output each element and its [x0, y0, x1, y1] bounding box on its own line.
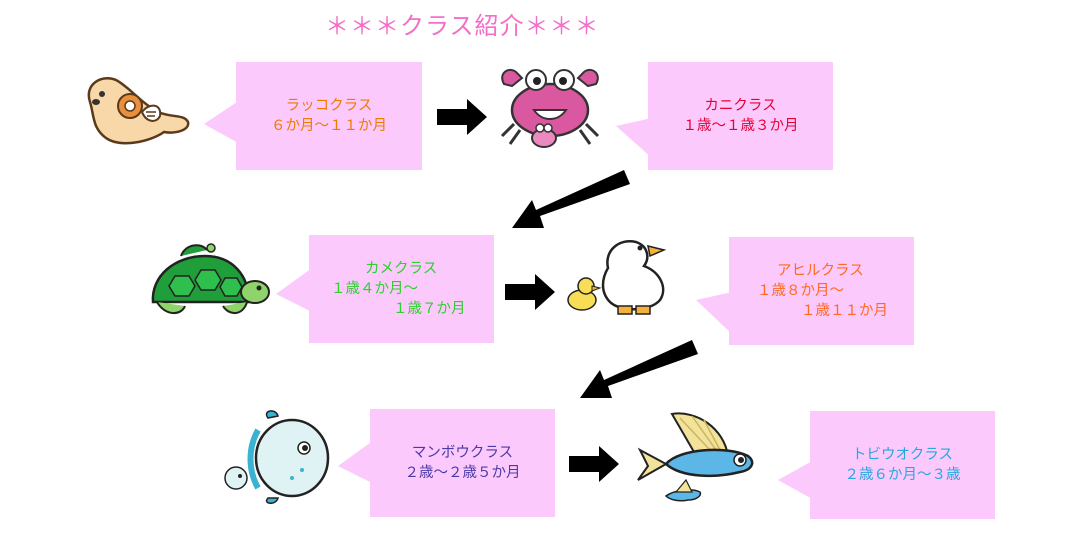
class-card-rakko: ラッコクラス ６か月～１１か月: [236, 62, 422, 170]
page-title: ＊＊＊クラス紹介＊＊＊: [325, 12, 600, 40]
class-age-start: １歳４か月～: [331, 281, 418, 297]
bubble-tail: [696, 292, 732, 334]
class-name: カメクラス: [365, 261, 438, 277]
class-age: ２歳～２歳５か月: [404, 465, 521, 481]
class-name: ラッコクラス: [285, 98, 373, 114]
class-age: ６か月～１１か月: [271, 118, 387, 134]
class-card-kani: カニクラス １歳～１歳３か月: [648, 62, 833, 170]
class-name: トビウオクラス: [852, 447, 953, 463]
duck-icon: [567, 239, 667, 315]
class-card-kame: カメクラス １歳４か月～ １歳７か月: [309, 235, 494, 343]
bubble-tail: [338, 440, 374, 484]
bubble-tail: [616, 118, 652, 158]
crab-icon: [500, 68, 600, 148]
class-name: カニクラス: [704, 98, 777, 114]
down-left-arrow-icon: [580, 340, 698, 398]
down-left-arrow-icon: [512, 170, 630, 228]
bubble-tail: [204, 100, 240, 144]
class-card-manbou: マンボウクラス ２歳～２歳５か月: [370, 409, 555, 517]
bubble-tail: [778, 460, 814, 500]
class-age-end: １歳１１か月: [801, 303, 888, 319]
sunfish-icon: [224, 410, 330, 504]
right-arrow-icon: [437, 99, 487, 135]
class-age: １歳～１歳３か月: [682, 118, 799, 134]
class-card-tobiuo: トビウオクラス ２歳６か月～３歳: [810, 411, 995, 519]
class-name: アヒルクラス: [777, 263, 864, 279]
class-age-start: １歳８か月～: [757, 283, 844, 299]
turtle-icon: [151, 243, 270, 314]
class-age: ２歳６か月～３歳: [844, 467, 961, 483]
right-arrow-icon: [569, 446, 619, 482]
right-arrow-icon: [505, 274, 555, 310]
bubble-tail: [276, 268, 312, 312]
class-name: マンボウクラス: [411, 445, 514, 461]
sea-otter-icon: [87, 77, 190, 145]
class-age-end: １歳７か月: [393, 301, 466, 317]
flying-fish-icon: [637, 412, 754, 502]
class-card-ahiru: アヒルクラス １歳８か月～ １歳１１か月: [729, 237, 914, 345]
